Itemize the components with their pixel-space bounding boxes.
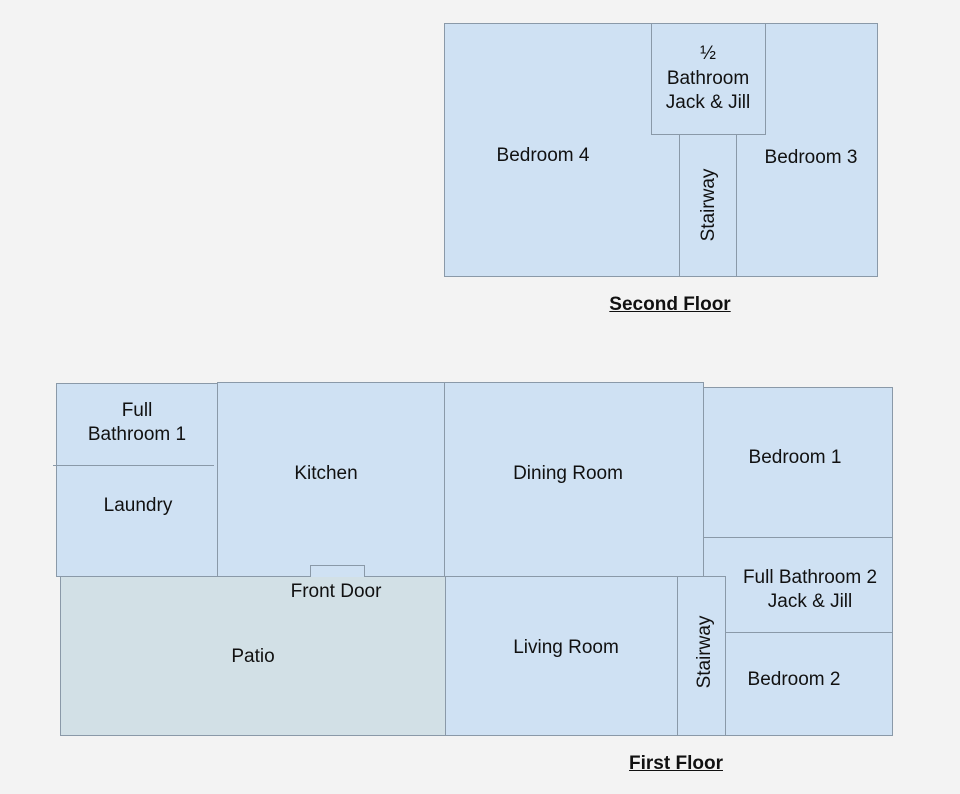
room-kitchen — [217, 382, 446, 577]
label-half-bath-fraction: ½ — [700, 43, 716, 64]
room-dining-room — [444, 382, 704, 577]
label-patio: Patio — [231, 646, 275, 667]
room-bedroom-2 — [725, 632, 893, 736]
label-stairway-1f: Stairway — [694, 615, 715, 689]
label-kitchen: Kitchen — [294, 463, 358, 484]
label-full-bath-2-line2: Jack & Jill — [767, 591, 853, 612]
label-full-bath-1-line1: Full — [121, 400, 153, 421]
label-full-bath-1-line2: Bathroom 1 — [87, 424, 187, 445]
label-full-bath-2-line1: Full Bathroom 2 — [742, 567, 878, 588]
label-dining-room: Dining Room — [513, 463, 623, 484]
room-living-room — [445, 576, 679, 736]
room-stairway-2f — [679, 134, 737, 277]
label-bedroom-4: Bedroom 4 — [496, 145, 590, 166]
label-front-door: Front Door — [290, 581, 382, 602]
first-floor-title: First Floor — [629, 753, 723, 774]
label-stairway-2f: Stairway — [698, 168, 719, 242]
label-laundry: Laundry — [103, 495, 173, 516]
label-half-bath-type: Jack & Jill — [665, 92, 751, 113]
room-bath-laundry — [56, 383, 219, 577]
label-half-bath-name: Bathroom — [666, 68, 750, 89]
front-door-icon — [310, 565, 365, 577]
room-patio — [60, 576, 447, 736]
label-bedroom-1: Bedroom 1 — [748, 447, 842, 468]
label-bedroom-2: Bedroom 2 — [747, 669, 841, 690]
label-bedroom-3: Bedroom 3 — [764, 147, 858, 168]
room-half-bathroom — [651, 23, 766, 135]
divider-bath-laundry — [53, 465, 214, 466]
room-bedroom-1 — [703, 387, 893, 538]
second-floor-title: Second Floor — [609, 294, 731, 315]
label-living-room: Living Room — [513, 637, 619, 658]
